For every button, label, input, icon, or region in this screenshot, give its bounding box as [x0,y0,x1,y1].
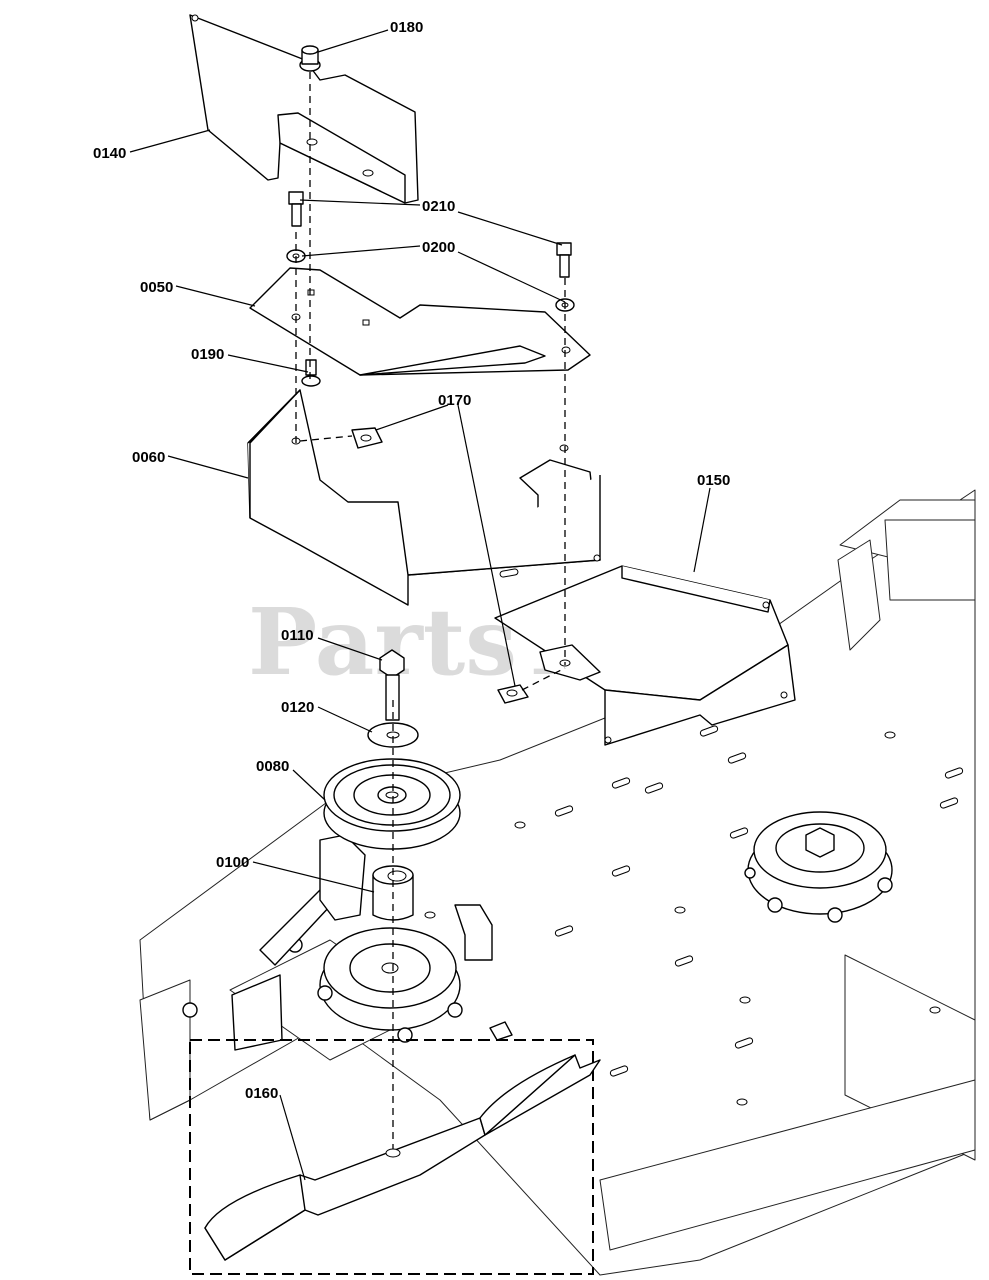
callout-0200: 0200 [422,239,455,256]
part-0210-bolts [288,191,572,278]
callout-0060: 0060 [132,449,165,466]
part-0190-stud [301,359,321,387]
part-0080-pulley [323,758,461,850]
part-0170-clips [351,427,529,704]
callout-0120: 0120 [281,699,314,716]
alignment-lines [295,72,566,1150]
deck-left-spindle [182,834,513,1051]
part-0110-bolt [379,649,405,721]
blade-inset [189,1039,601,1275]
leader-lines [129,29,711,1181]
part-0200-washers [286,249,575,312]
callout-labels: 0180 0140 0210 0200 0050 0190 0170 0060 … [93,19,730,1102]
callout-0150: 0150 [697,472,730,489]
callout-0210: 0210 [422,198,455,215]
part-0180-nut [299,45,321,72]
callout-0180: 0180 [390,19,423,36]
part-0060-housing [247,389,601,606]
callout-0140: 0140 [93,145,126,162]
part-0050-cover-plate [249,267,591,376]
part-0140-shield-plate [189,14,419,204]
callout-0160: 0160 [245,1085,278,1102]
callout-0190: 0190 [191,346,224,363]
deck-right-spindle [744,811,893,923]
part-0160-blade [204,1054,601,1261]
deck-slot-holes [424,725,964,1106]
callout-0110: 0110 [281,627,314,644]
part-0120-washer [367,722,419,748]
callout-0080: 0080 [256,758,289,775]
callout-0050: 0050 [140,279,173,296]
callout-0170: 0170 [438,392,471,409]
part-0150-bracket [494,565,796,746]
callout-0100: 0100 [216,854,249,871]
